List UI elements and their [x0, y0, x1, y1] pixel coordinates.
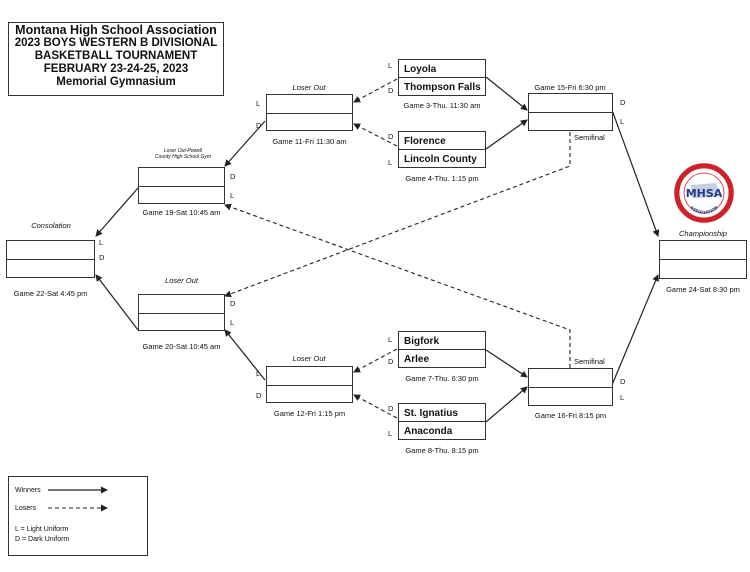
game12-box: [266, 366, 353, 403]
winner-line-g8: [485, 386, 528, 423]
game4-dark-marker: D: [388, 132, 394, 141]
game22-dark-marker: D: [99, 253, 105, 262]
team-lincoln-county: Lincoln County: [404, 154, 477, 165]
winner-line-g11: [224, 120, 266, 167]
game11-loser-out-label: Loser Out: [292, 83, 326, 92]
title-box: Montana High School Association 2023 BOY…: [8, 22, 224, 96]
game12-caption: Game 12-Fri 1:15 pm: [273, 409, 346, 418]
game20-caption: Game 20-Sat 10:45 am: [142, 342, 221, 351]
game3-caption: Game 3-Thu. 11:30 am: [403, 101, 481, 110]
game20-box: [138, 294, 225, 331]
game8-light-marker: L: [388, 429, 393, 438]
game4-light-marker: L: [388, 158, 393, 167]
loser-line-g4: [353, 123, 398, 147]
tournament-venue: Memorial Gymnasium: [56, 76, 176, 88]
game16-box: [528, 368, 613, 406]
game19-venue-note-line1: Loser Out-Powell: [163, 148, 203, 154]
winner-line-g15: [611, 109, 660, 237]
loser-line-g7: [353, 348, 398, 373]
game20-loser-out-label: Loser Out: [165, 276, 198, 285]
winner-line-g4: [485, 119, 528, 150]
championship-label: Championship: [679, 229, 727, 238]
game7-box: Bigfork Arlee: [398, 331, 486, 368]
game7-caption: Game 7-Thu. 6:30 pm: [405, 374, 479, 383]
legend-winners-label: Winners: [15, 487, 41, 494]
mhsa-logo: MONTANA HIGH SCHOOL ASSOCIATION MHSA: [672, 159, 734, 223]
game16-light-marker: L: [620, 393, 625, 402]
game8-caption: Game 8-Thu. 8:15 pm: [405, 446, 479, 455]
legend-losers-label: Losers: [15, 505, 37, 512]
game3-box: Loyola Thompson Falls: [398, 59, 486, 96]
game19-dark-marker: D: [230, 172, 236, 181]
game11-box: [266, 94, 353, 131]
loser-line-g16: [224, 203, 571, 368]
legend-dark-uniform: D = Dark Uniform: [15, 536, 70, 543]
loser-line-g3: [353, 78, 398, 103]
winner-line-g16: [611, 274, 659, 386]
game7-dark-marker: D: [388, 357, 394, 366]
team-anaconda: Anaconda: [404, 426, 453, 437]
team-arlee: Arlee: [404, 354, 430, 365]
logo-mid-text: MHSA: [686, 187, 723, 200]
consolation-label: Consolation: [31, 221, 71, 230]
game4-caption: Game 4-Thu. 1:15 pm: [405, 174, 479, 183]
game19-caption: Game 19-Sat 10:45 am: [142, 208, 221, 217]
semifinal-label-bottom: Semifinal: [574, 357, 605, 366]
game15-light-marker: L: [620, 117, 625, 126]
game8-dark-marker: D: [388, 404, 394, 413]
game3-dark-marker: D: [388, 86, 394, 95]
game8-box: St. Ignatius Anaconda: [398, 403, 486, 440]
winner-line-g3: [485, 76, 528, 111]
game7-light-marker: L: [388, 335, 393, 344]
game12-light-marker: L: [256, 369, 261, 378]
game16-dark-marker: D: [620, 377, 626, 386]
semifinal-label-top: Semifinal: [574, 133, 605, 142]
team-loyola: Loyola: [404, 64, 437, 75]
game20-light-marker: L: [230, 318, 235, 327]
legend-light-uniform: L = Light Uniform: [15, 526, 69, 533]
team-st-ignatius: St. Ignatius: [404, 408, 458, 419]
game12-loser-out-label: Loser Out: [292, 354, 326, 363]
game19-venue-note-line2: County High School Gym: [154, 154, 212, 160]
game22-box: [6, 240, 95, 278]
game22-light-marker: L: [99, 238, 104, 247]
tournament-year-title: 2023 BOYS WESTERN B DIVISIONAL: [14, 37, 218, 49]
team-bigfork: Bigfork: [404, 336, 439, 347]
game3-light-marker: L: [388, 61, 393, 70]
game20-dark-marker: D: [230, 299, 236, 308]
mhsa-logo-icon: MONTANA HIGH SCHOOL ASSOCIATION MHSA: [672, 159, 734, 223]
game19-box: [138, 167, 225, 204]
tournament-name: BASKETBALL TOURNAMENT: [34, 50, 198, 62]
game11-light-marker: L: [256, 99, 261, 108]
game24-caption: Game 24-Sat 8:30 pm: [666, 285, 740, 294]
tournament-dates: FEBRUARY 23-24-25, 2023: [43, 63, 189, 75]
game19-venue-note: Loser Out-Powell County High School Gym: [140, 148, 226, 160]
game11-caption: Game 11-Fri 11:30 am: [272, 137, 347, 146]
game12-dark-marker: D: [256, 391, 262, 400]
game16-caption: Game 16-Fri 8:15 pm: [534, 411, 607, 420]
legend: Winners Losers L = Light Uniform D = Dar…: [8, 476, 148, 556]
game22-caption: Game 22-Sat 4:45 pm: [13, 289, 88, 298]
game15-box: [528, 93, 613, 131]
winner-line-g19: [95, 187, 139, 237]
loser-line-g8: [353, 394, 398, 419]
game11-dark-marker: D: [256, 121, 262, 130]
game4-box: Florence Lincoln County: [398, 131, 486, 168]
association-title: Montana High School Association: [15, 23, 217, 37]
team-thompson-falls: Thompson Falls: [404, 82, 481, 93]
winner-line-g7: [485, 349, 528, 378]
game19-light-marker: L: [230, 191, 235, 200]
winner-line-g20: [95, 274, 139, 331]
team-florence: Florence: [404, 136, 446, 147]
game24-box: [659, 240, 747, 279]
winner-line-g12: [224, 329, 266, 381]
game15-dark-marker: D: [620, 98, 626, 107]
game15-caption: Game 15-Fri 6:30 pm: [534, 83, 606, 92]
